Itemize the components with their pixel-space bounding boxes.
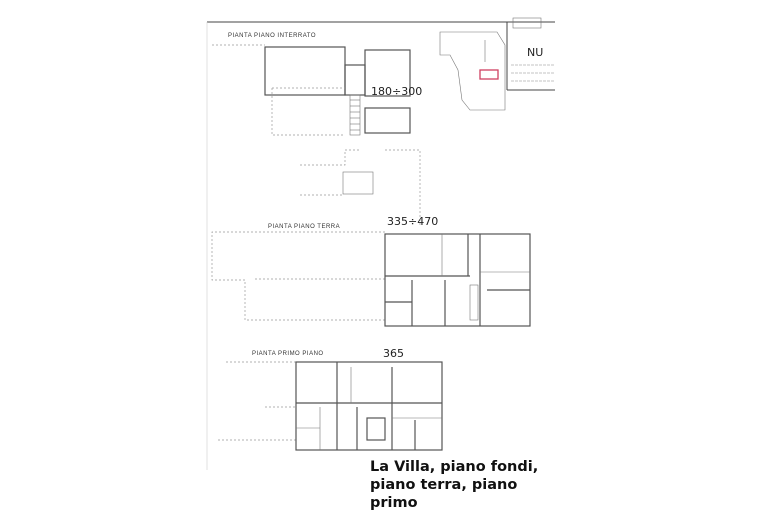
first-floor-title: PIANTA PRIMO PIANO [252,351,324,357]
site-map [439,31,506,111]
first-floor-height-note: 365 [383,347,404,360]
ground-floor-height-note: 335÷470 [387,215,438,228]
basement-title: PIANTA PIANO INTERRATO [228,33,316,39]
stamp-box [512,17,542,29]
ground-floor-title: PIANTA PIANO TERRA [268,224,340,230]
courtyard-outline [300,149,421,225]
highlight-marker [479,69,499,80]
ground-floor-plan: PIANTA PIANO TERRA 335÷470 [211,215,531,327]
basement-height-note: 180÷300 [371,85,422,98]
floor-plan-drawing: NU PIANTA PIANO INTERRATO 180÷300 PIANTA… [206,17,555,470]
header-title: NU [527,46,543,59]
image-caption: La Villa, piano fondi, piano terra, pian… [370,459,539,511]
basement-plan: PIANTA PIANO INTERRATO 180÷300 [212,33,422,136]
first-floor-plan: PIANTA PRIMO PIANO 365 [218,347,443,451]
